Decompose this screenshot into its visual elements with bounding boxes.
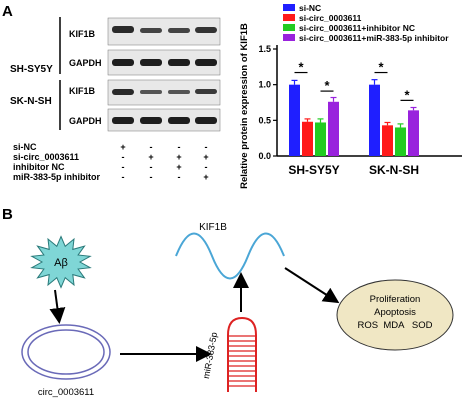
condition-sign: - (178, 142, 181, 152)
band (112, 89, 134, 95)
condition-sign: + (148, 152, 153, 162)
band (195, 117, 217, 124)
band (140, 90, 162, 94)
y-tick-label: 1.0 (258, 80, 271, 90)
x-tick-label: SH-SY5Y (288, 163, 339, 177)
legend-swatch (283, 34, 295, 41)
x-tick-label: SK-N-SH (369, 163, 419, 177)
significance-star: * (298, 60, 304, 75)
condition-label: si-NC (13, 142, 37, 152)
significance-marks: * * * * (294, 60, 414, 102)
condition-sign: - (150, 162, 153, 172)
blot-strip (107, 108, 221, 132)
condition-sign: + (203, 172, 208, 182)
arrow-kif1b-to-outcome (284, 267, 340, 304)
kif1b-label: KIF1B (199, 222, 227, 233)
bar (382, 125, 393, 156)
condition-sign: + (203, 152, 208, 162)
western-blot: SH-SY5Y KIF1B GAPDH SK-N-SH KIF1B GAPDH (10, 17, 221, 182)
row-label-kif1b-1: KIF1B (69, 29, 96, 39)
condition-label: si-circ_0003611 (13, 152, 79, 162)
significance-star: * (404, 87, 410, 102)
cell-line-label-2: SK-N-SH (10, 96, 52, 107)
y-tick-label: 0.5 (258, 115, 271, 125)
band (168, 59, 190, 66)
condition-sign: - (150, 172, 153, 182)
legend-label: si-NC (299, 3, 321, 13)
abeta-label: Aβ (54, 257, 68, 269)
band (140, 28, 162, 33)
bar (315, 122, 326, 156)
row-label-gapdh-1: GAPDH (69, 58, 102, 68)
legend-swatch (283, 4, 295, 11)
band (140, 117, 162, 124)
band (112, 26, 134, 33)
condition-sign: - (150, 142, 153, 152)
bar (408, 110, 419, 156)
legend-label: si-circ_0003611 (299, 13, 362, 23)
mirna-label: miR-383-5p (201, 331, 219, 379)
y-tick-label: 0.0 (258, 151, 271, 161)
significance-star: * (324, 78, 330, 93)
mirna-hairpin-icon (227, 316, 257, 392)
band (112, 117, 134, 124)
condition-sign: + (120, 142, 125, 152)
condition-sign: - (122, 172, 125, 182)
bar-chart: Relative protein expression of KIF1B 0.0… (239, 3, 462, 189)
bar (289, 84, 300, 156)
cell-line-label-1: SH-SY5Y (10, 64, 53, 75)
row-label-kif1b-2: KIF1B (69, 86, 96, 96)
outcome-line: Proliferation (370, 294, 421, 305)
condition-sign: - (122, 152, 125, 162)
outcome-line: ROS MDA SOD (358, 320, 433, 331)
legend-swatch (283, 14, 295, 21)
legend-label: si-circ_0003611+miR-383-5p inhibitor (299, 33, 449, 43)
y-axis-label: Relative protein expression of KIF1B (239, 23, 250, 189)
panel-a-label: A (2, 3, 13, 20)
bar (395, 127, 406, 156)
band (168, 90, 190, 94)
outcome-line: Apoptosis (374, 307, 416, 318)
condition-sign: - (205, 162, 208, 172)
abeta-starburst-icon (30, 235, 92, 289)
band (112, 59, 134, 66)
pathway-diagram: Aβ circ_0003611 miR-383-5p KIF1B Prolife… (21, 222, 454, 398)
outcome-ellipse (336, 279, 454, 351)
circrna-outer-icon (21, 324, 111, 380)
circrna-inner-icon (27, 329, 105, 375)
band (195, 59, 217, 66)
bar (328, 101, 339, 156)
condition-sign: - (122, 162, 125, 172)
band (195, 89, 217, 94)
legend-swatch (283, 24, 295, 31)
bar (302, 121, 313, 156)
band (195, 27, 217, 33)
y-tick-label: 1.5 (258, 44, 271, 54)
x-tick-labels: SH-SY5Y SK-N-SH (288, 163, 419, 177)
condition-label: inhibitor NC (13, 162, 65, 172)
condition-label: miR-383-5p inhibitor (13, 172, 101, 182)
legend: si-NCsi-circ_0003611si-circ_0003611+inhi… (283, 3, 449, 43)
condition-sign: + (176, 162, 181, 172)
panel-b-label: B (2, 206, 13, 223)
arrow-abeta-to-circ (49, 289, 66, 324)
row-label-gapdh-2: GAPDH (69, 116, 102, 126)
band (168, 28, 190, 33)
condition-signs: +----+++--+----+ (120, 142, 208, 182)
band (168, 117, 190, 124)
bars (289, 79, 419, 156)
significance-star: * (378, 60, 384, 75)
mirna-base-pairs (228, 335, 256, 387)
condition-sign: - (178, 172, 181, 182)
circ-label: circ_0003611 (38, 387, 94, 398)
band (140, 59, 162, 66)
bar (369, 84, 380, 156)
legend-label: si-circ_0003611+inhibitor NC (299, 23, 415, 33)
kif1b-mrna-icon (175, 232, 285, 280)
y-ticks: 0.0 0.5 1.0 1.5 (258, 44, 277, 161)
condition-sign: - (205, 142, 208, 152)
condition-sign: + (176, 152, 181, 162)
